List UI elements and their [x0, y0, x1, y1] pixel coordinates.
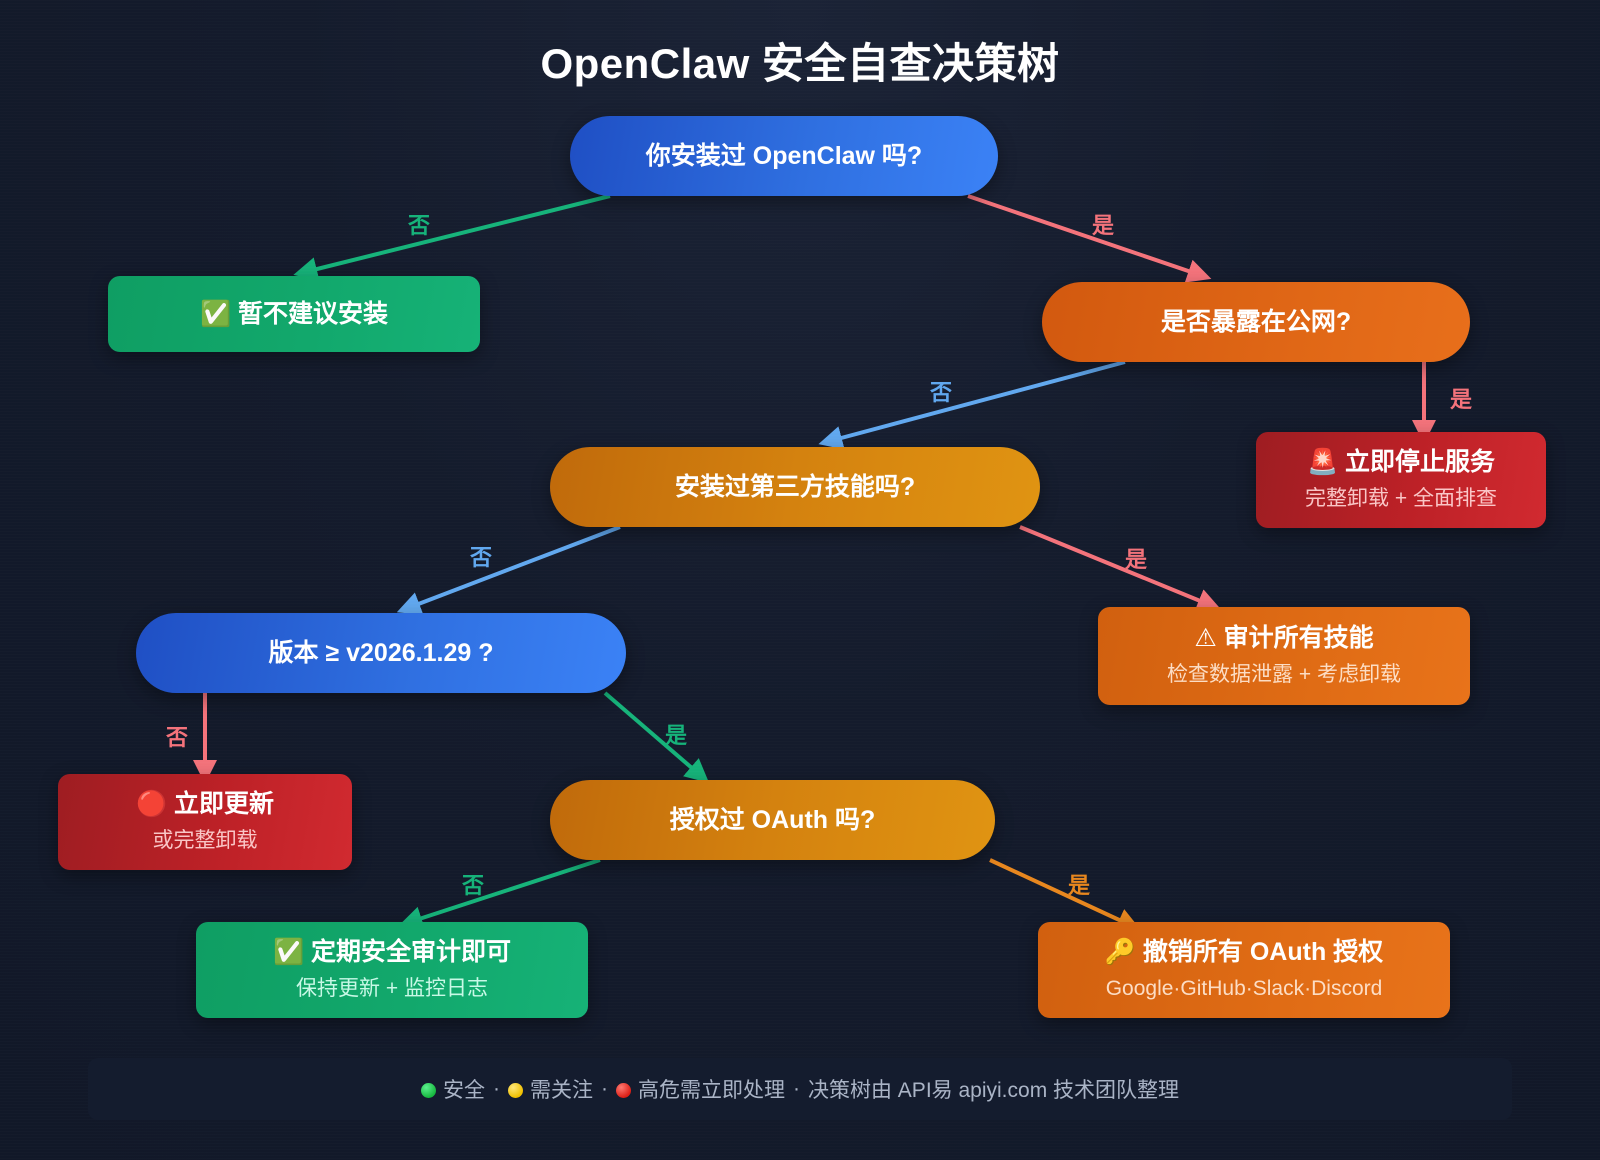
node-audit-skills-label: ⚠ 审计所有技能 — [1194, 624, 1374, 653]
node-update-now[interactable]: 🔴 立即更新 或完整卸载 — [58, 774, 352, 870]
green-dot-icon — [420, 1082, 436, 1098]
edge-version-yes — [603, 691, 710, 783]
node-audit-skills[interactable]: ⚠ 审计所有技能 检查数据泄露 + 考虑卸载 — [1098, 607, 1470, 705]
node-public-network[interactable]: 是否暴露在公网? — [1042, 282, 1470, 362]
node-stop-service[interactable]: 🚨 立即停止服务 完整卸载 + 全面排查 — [1256, 432, 1546, 528]
node-root-installed[interactable]: 你安装过 OpenClaw 吗? — [570, 116, 998, 196]
node-third-party-skills[interactable]: 安装过第三方技能吗? — [550, 447, 1040, 527]
node-no-install-label: ✅ 暂不建议安装 — [199, 300, 389, 328]
edge-label-version-yes: 是 — [665, 723, 688, 748]
edge-label-root-no: 否 — [408, 213, 431, 238]
node-periodic-audit[interactable]: ✅ 定期安全审计即可 保持更新 + 监控日志 — [196, 922, 588, 1018]
node-update-now-sub: 或完整卸载 — [152, 829, 258, 853]
legend-credit: 决策树由 API易 apiyi.com 技术团队整理 — [807, 1079, 1180, 1102]
node-periodic-audit-sub: 保持更新 + 监控日志 — [296, 977, 488, 1001]
edge-oauth-no — [398, 858, 601, 930]
edge-label-public-no: 否 — [930, 380, 953, 405]
node-version-check-label: 版本 ≥ v2026.1.29 ? — [268, 639, 494, 667]
node-oauth-check[interactable]: 授权过 OAuth 吗? — [550, 780, 995, 860]
edge-label-version-no: 否 — [166, 725, 189, 750]
node-stop-service-sub: 完整卸载 + 全面排查 — [1305, 487, 1497, 511]
node-no-install[interactable]: ✅ 暂不建议安装 — [108, 276, 480, 352]
node-version-check[interactable]: 版本 ≥ v2026.1.29 ? — [136, 613, 626, 693]
node-root-label: 你安装过 OpenClaw 吗? — [645, 142, 923, 170]
node-revoke-oauth-label: 🔑 撤销所有 OAuth 授权 — [1104, 938, 1384, 967]
legend-footer: 安全 · 需关注 · 高危需立即处理 · 决策树由 API易 apiyi.com… — [88, 1058, 1512, 1120]
legend-separator-2: · — [600, 1077, 608, 1100]
page-title: OpenClaw 安全自查决策树 — [540, 40, 1060, 87]
edge-label-oauth-no: 否 — [462, 873, 485, 898]
edge-label-third-yes: 是 — [1125, 547, 1148, 572]
legend-safe-label: 安全 — [442, 1079, 485, 1102]
node-revoke-oauth-sub: Google·GitHub·Slack·Discord — [1105, 977, 1383, 1001]
legend-watch-label: 需关注 — [529, 1079, 593, 1102]
node-periodic-audit-label: ✅ 定期安全审计即可 — [272, 938, 512, 967]
legend-separator-1: · — [492, 1077, 500, 1100]
edge-root-no — [293, 194, 611, 281]
edge-label-public-yes: 是 — [1450, 387, 1473, 412]
edge-third-no — [396, 525, 621, 615]
node-third-party-skills-label: 安装过第三方技能吗? — [674, 473, 916, 501]
edge-label-third-no: 否 — [470, 545, 493, 570]
node-update-now-label: 🔴 立即更新 — [135, 790, 275, 819]
node-stop-service-label: 🚨 立即停止服务 — [1306, 448, 1496, 477]
yellow-dot-icon — [507, 1082, 523, 1098]
node-audit-skills-sub: 检查数据泄露 + 考虑卸载 — [1167, 663, 1401, 687]
node-revoke-oauth[interactable]: 🔑 撤销所有 OAuth 授权 Google·GitHub·Slack·Disc… — [1038, 922, 1450, 1018]
edge-oauth-yes — [989, 858, 1141, 931]
edge-public-no — [818, 360, 1126, 450]
edge-label-root-yes: 是 — [1092, 213, 1115, 238]
edge-root-yes — [967, 194, 1212, 283]
red-dot-icon — [615, 1082, 631, 1098]
legend-separator-3: · — [792, 1077, 800, 1100]
legend-critical-label: 高危需立即处理 — [637, 1079, 785, 1102]
edge-label-oauth-yes: 是 — [1068, 873, 1091, 898]
node-oauth-check-label: 授权过 OAuth 吗? — [669, 806, 876, 834]
node-public-network-label: 是否暴露在公网? — [1160, 308, 1352, 336]
edge-third-yes — [1019, 525, 1222, 612]
